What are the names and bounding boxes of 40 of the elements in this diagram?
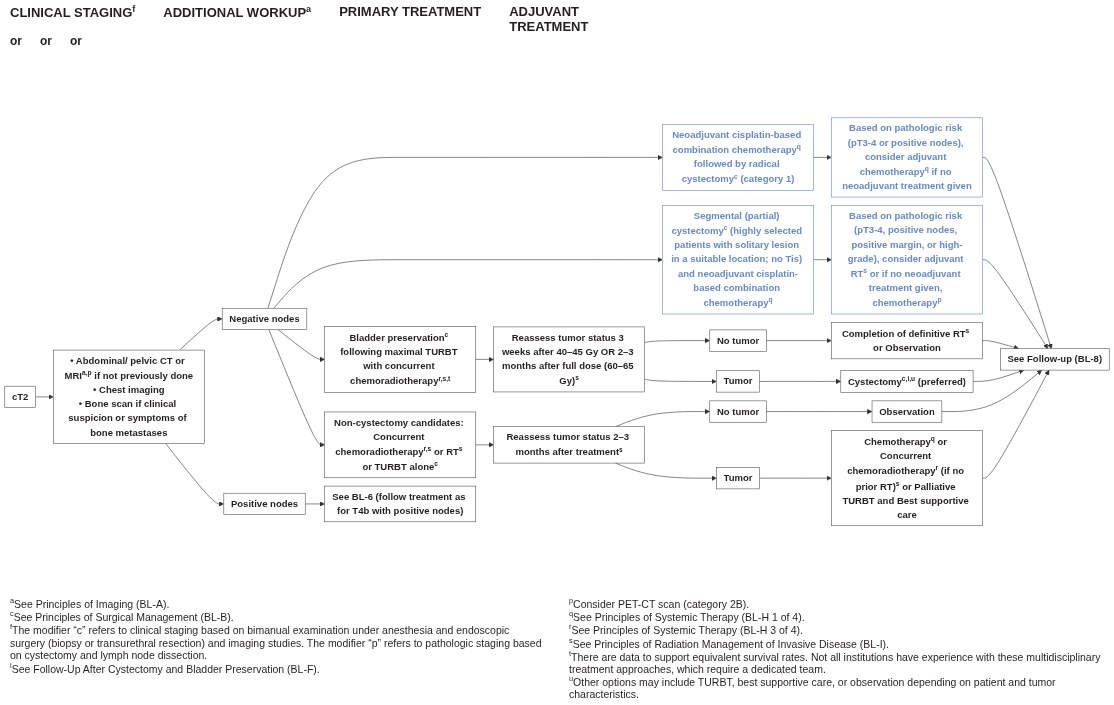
footnote: $^{i}$See Follow-Up After Cystectomy and Bladder Preservation (BL-F). [10,661,321,675]
footnote: $^{f}$The modifier “c” refers to clinical staging based on bimanual examination under anesthesia and endoscopic surgery (biopsy or transurethral resection) and imaging studies. The modifier “p” refers to pathologic staging based on cystectomy and lymph node dissection. [10,623,543,662]
node-box [831,430,983,526]
footnote: $^{a}$See Principles of Imaging (BL-A). [10,597,171,611]
node-box [324,411,477,478]
node-box [324,326,477,393]
node-box [223,492,306,515]
node-box [4,385,36,408]
node-box [221,307,308,330]
node-box [1000,348,1110,371]
footnote: $^{p}$Consider PET-CT scan (category 2B). [569,597,751,611]
footnote: $^{s}$See Principles of Radiation Management of Invasive Disease (BL-I). [569,636,890,650]
node-box [716,467,760,490]
node-box [709,329,767,352]
column-heading: ADJUVANT TREATMENT [509,4,590,34]
node-box [840,369,974,393]
node-box [53,349,205,444]
footnote: $^{c}$See Principles of Surgical Management (BL-B). [10,610,235,624]
node-box [493,326,645,393]
footnote: $^{q}$See Principles of Systemic Therapy (BL-H 1 of 4). [569,610,806,624]
node-box [831,117,983,198]
node-box [324,485,477,522]
node-box [493,426,645,464]
footnote: $^{r}$See Principles of Systemic Therapy (BL-H 3 of 4). [569,623,803,637]
column-heading: PRIMARY TREATMENT [339,4,482,21]
node-box [662,204,814,315]
or-text: or [40,34,52,48]
column-heading: ADDITIONAL WORKUP$^{a}$ [163,4,312,23]
or-text: or [70,34,82,48]
or-text: or [10,34,22,48]
node-box [871,400,943,423]
node-box [831,321,983,359]
node-box [716,370,760,393]
node-box [662,124,814,191]
footnote: $^{u}$Other options may include TURBT, best supportive care, or observation depending on patient and tumor characteristics. [569,675,1057,701]
footnote: $^{t}$There are data to support equivalent survival rates. Not all institutions have experience with these multidisciplinary treatment approaches, which require a dedicated team. [569,649,1102,676]
column-heading: CLINICAL STAGING$^{f}$ [10,4,136,23]
node-box [831,204,983,315]
node-box [709,400,767,423]
flowchart: cT2 • Abdominal/ pelvic CT or MRI$^{a,p}$ if not previously done • Chest imaging • Bone scan if clinical suspicion or symptoms of bone metastases Negative nodes Positive nodes Neoadjuvant cisplatin-based combination chemotherapy$^{q}$ followed by radical cystectomy$^{c}$ (category 1) Segmental (partial) cystectomy$^{c}$ (highly selected patients with solitary lesion in a suitable location; no Tis) and neoadjuvant cisplatin-based combination chemotherapy$^{q}$ Bladder preservation$^{c}$ following maximal TURBT with concurrent chemoradiotherapy$^{r,s,t}$ Non-cystectomy candidates: Concurrent chemoradiotherapy$^{r,s}$ or RT$^{s}$ or TURBT alone$^{c}$ See BL-6 (follow treatment as for T4b with positive nodes) Based on pathologic risk (pT3-4 or positive nodes), consider adjuvant chemotherapy$^{q}$ if no neoadjuvant treatment given Based on pathologic risk (pT3-4, positive nodes, positive margin, or high-grade), consider adjuvant RT$^{s}$ or if no neoadjuvant treatment given, chemotherapy$^{p}$ Reassess tumor status 3 weeks after 40–45 Gy OR 2–3 months after full dose (60–65 Gy)$^{s}$ Reassess tumor status 2–3 months after treatment$^{s}$ No tumor Tumor Completion of definitive RT$^{s}$ or Observation Cystectomy$^{c,i,u}$ (preferred) No tumor Tumor Observation Chemotherapy$^{q}$ or Concurrent chemoradiotherapy$^{r}$ (if no prior RT)$^{s}$ or Palliative TURBT and Best supportive care See Follow-up (BL-8) [0,112,1114,531]
